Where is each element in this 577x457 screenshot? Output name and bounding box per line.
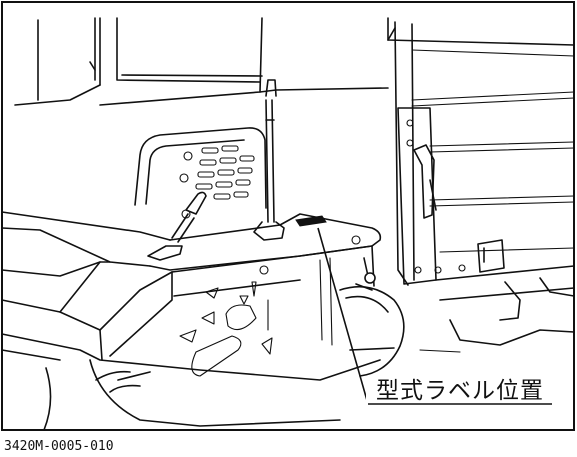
tall-lever (253, 79, 285, 241)
callout-label: 型式ラベル位置 (376, 378, 544, 404)
callout-box (366, 376, 552, 408)
model-label-plate (295, 215, 327, 227)
main-deck (1, 211, 382, 381)
callout-leader-line (317, 227, 369, 405)
vent-slots (195, 145, 255, 200)
figure-code: 3420M-0005-010 (4, 439, 114, 454)
figure-frame (1, 1, 575, 431)
cargo-bed (387, 17, 575, 353)
upper-frame (14, 17, 389, 106)
wheel-assembly (43, 283, 405, 431)
engine-cover (134, 127, 267, 219)
